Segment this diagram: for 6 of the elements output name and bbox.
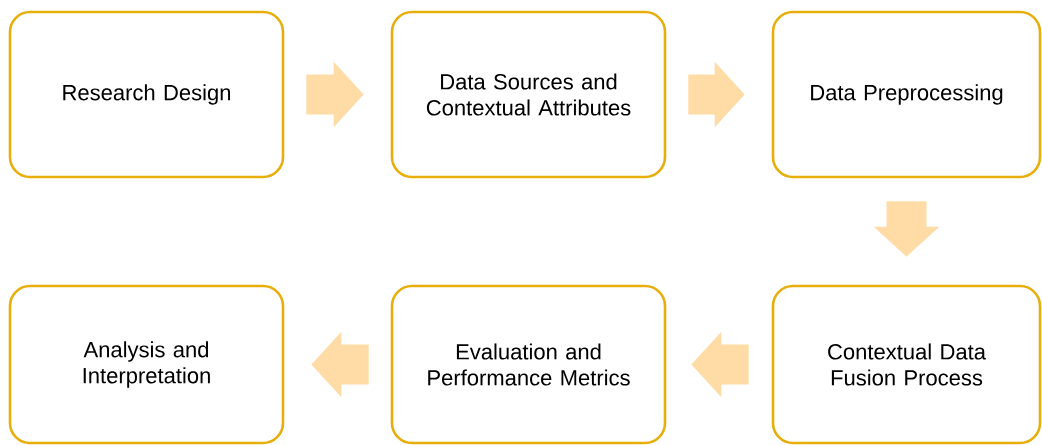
- process-box: Data Sources and Contextual Attributes: [390, 10, 667, 179]
- process-box: Analysis and Interpretation: [8, 284, 285, 445]
- process-box: Evaluation and Performance Metrics: [390, 284, 667, 445]
- process-box: Data Preprocessing: [771, 10, 1042, 179]
- process-box: Contextual Data Fusion Process: [771, 284, 1042, 445]
- process-box: Research Design: [8, 10, 285, 179]
